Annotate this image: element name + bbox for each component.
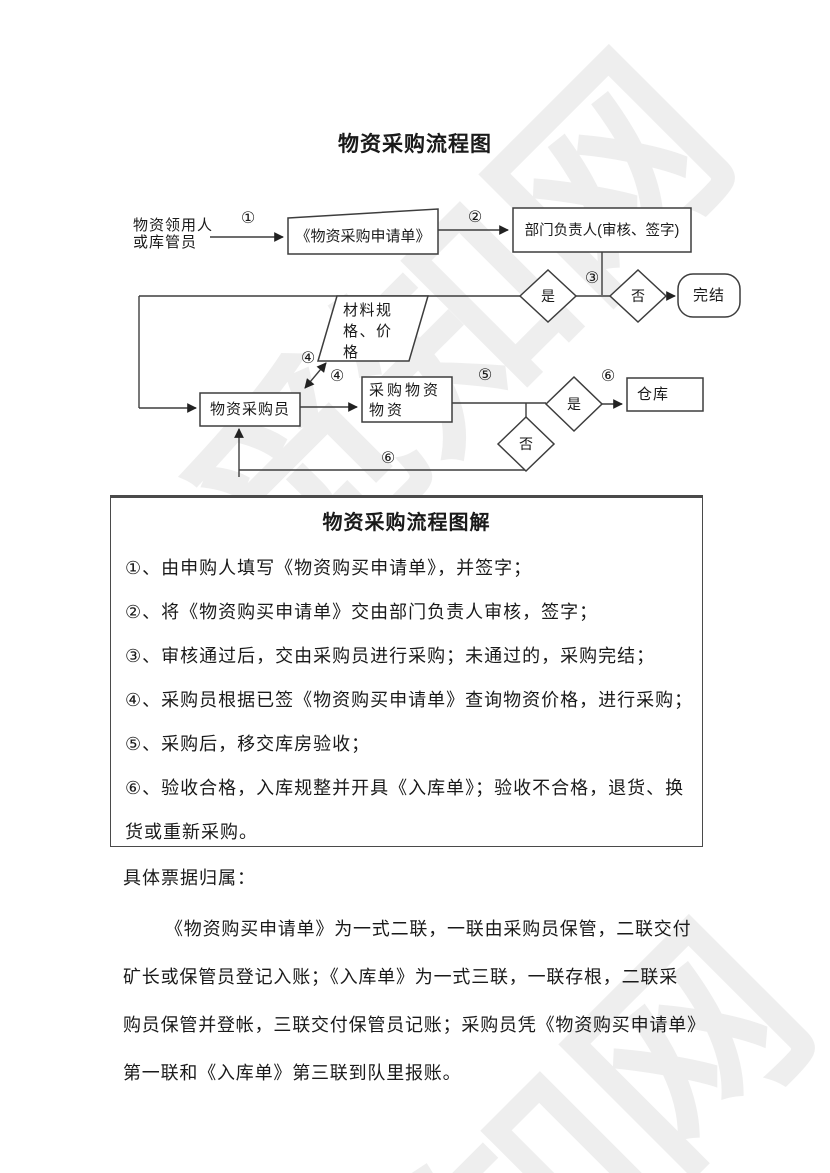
page-title: 物资采购流程图 [338, 133, 492, 156]
shape-decision1-yes [518, 268, 578, 324]
shape-decision1-no [608, 268, 668, 324]
notes-paragraph: 《物资购买申请单》为一式二联，一联由采购员保管，二联交付 矿长或保管员登记入账；… [123, 905, 723, 1097]
legend-item-3: ③、审核通过后，交由采购员进行采购；未通过的，采购完结； [125, 646, 656, 666]
notes-line: 第一联和《入库单》第三联到队里报账。 [123, 1063, 462, 1083]
notes-line: 购员保管并登帐，三联交付保管员记账；采购员凭《物资购买申请单》 [123, 1015, 706, 1035]
shape-decision2-yes [544, 375, 604, 433]
step-label-5: ⑤ [477, 367, 493, 384]
step-label-4b: ④ [329, 368, 345, 385]
legend-item-2: ②、将《物资购买申请单》交由部门负责人审核，签字； [125, 602, 599, 622]
flowchart-canvas [138, 207, 741, 477]
node-material-spec: 材料规 格、价 格 [343, 302, 393, 361]
step-label-2: ② [467, 209, 483, 226]
shape-decision2-no [496, 415, 556, 473]
shape-finish [677, 273, 741, 318]
shape-application-form [287, 208, 439, 255]
legend-item-1: ①、由申购人填写《物资购买申请单》，并签字； [125, 558, 533, 578]
legend-item-5: ⑤、采购后，移交库房验收； [125, 734, 371, 754]
node-decision1-yes: 是 [541, 288, 555, 304]
notes-heading: 具体票据归属： [123, 868, 256, 888]
shape-dept-head [512, 207, 692, 253]
node-finish: 完结 [692, 287, 725, 304]
step-label-6a: ⑥ [600, 368, 616, 385]
node-dept-head: 部门负责人(审核、签字) [524, 223, 680, 239]
notes-line: 《物资购买申请单》为一式二联，一联由采购员保管，二联交付 [165, 919, 692, 939]
node-decision1-no: 否 [631, 288, 645, 304]
legend-item-6: ⑥、验收合格，入库规整并开具《入库单》；验收不合格，退货、换货或重新采购。 [125, 778, 685, 842]
shape-material-spec [316, 295, 430, 362]
node-decision2-no: 否 [519, 436, 533, 452]
step-label-6b: ⑥ [380, 450, 396, 467]
node-decision2-yes: 是 [567, 396, 581, 412]
shape-warehouse [626, 377, 704, 412]
legend-title: 物资采购流程图解 [322, 512, 491, 534]
shape-purchase-goods [361, 376, 453, 423]
legend-items: ①、由申购人填写《物资购买申请单》，并签字； ②、将《物资购买申请单》交由部门负… [111, 546, 702, 854]
legend-item-4: ④、采购员根据已签《物资购买申请单》查询物资价格，进行采购； [125, 690, 694, 710]
node-purchaser: 物资采购员 [209, 401, 290, 418]
node-purchase-goods: 采购物资 物资 [369, 382, 442, 419]
node-application-form: 《物资采购申请单》 [295, 227, 431, 245]
notes-line: 矿长或保管员登记入账；《入库单》为一式三联，一联存根，二联采 [123, 967, 678, 987]
step-label-4a: ④ [300, 350, 316, 367]
step-label-1: ① [240, 210, 256, 227]
node-warehouse: 仓库 [637, 385, 670, 403]
double-arrow-step4 [304, 362, 327, 389]
step-label-3: ③ [584, 270, 600, 287]
legend-box: 物资采购流程图解 ①、由申购人填写《物资购买申请单》，并签字； ②、将《物资购买… [110, 495, 703, 847]
shape-purchaser [199, 392, 301, 427]
node-requisitioner: 物资领用人 或库管员 [133, 217, 214, 251]
